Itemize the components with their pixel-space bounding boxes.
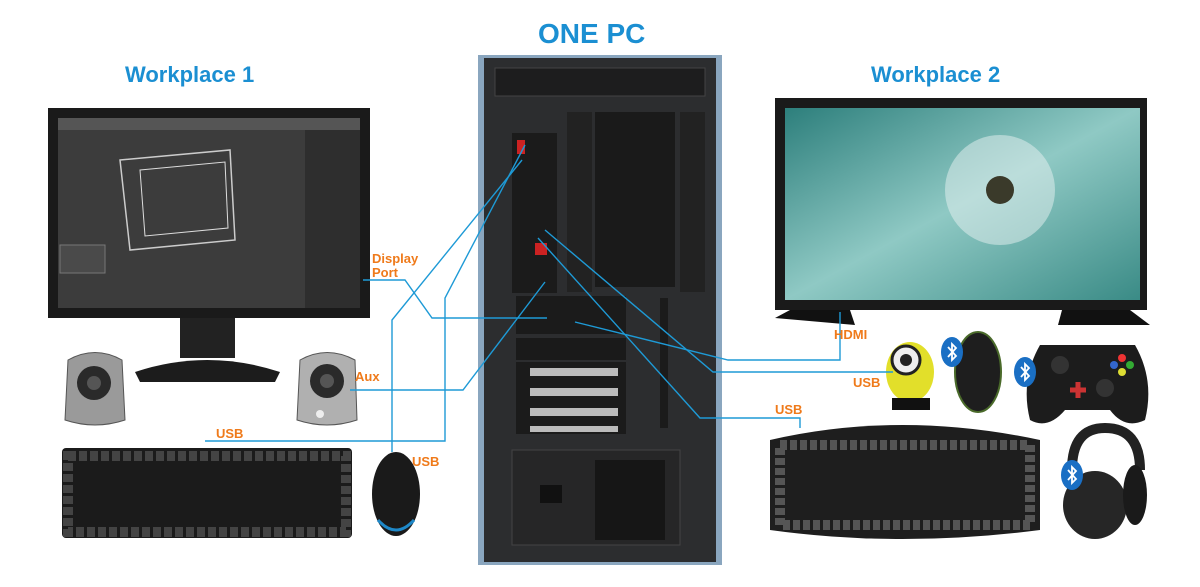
cable-usb-mouse1 [391,159,523,452]
keyboard-workplace1 [62,448,352,538]
cable-aux [350,281,546,391]
label-usb-mouse1: USB [412,454,440,469]
monitor-workplace1 [48,108,370,382]
cable-displayport [363,279,547,319]
bluetooth-icon [1061,460,1083,490]
keyboard-workplace2 [770,425,1040,539]
label-usb-webcam: USB [853,375,881,390]
bluetooth-icon [1014,357,1036,387]
workplace2-title: Workplace 2 [871,62,1001,87]
label-displayport: Display Port [372,251,419,280]
label-usb-keyboard2: USB [775,402,803,417]
cable-usb-keyboard2 [537,237,801,428]
monitor-workplace2 [775,98,1150,325]
speaker-right [296,352,358,426]
headphones [1063,422,1147,539]
gamepad [1026,345,1149,424]
pc-tower [478,55,722,565]
webcam [886,342,934,410]
speaker-left [64,352,126,426]
mouse-workplace1 [372,452,420,536]
workplace1-title: Workplace 1 [125,62,255,87]
pc-title: ONE PC [538,18,646,49]
cable-usb-webcam [544,229,893,373]
bluetooth-icon [941,337,963,367]
label-hdmi: HDMI [834,327,868,342]
label-aux: Aux [355,369,380,384]
label-usb-keyboard1: USB [216,426,244,441]
cable-usb-keyboard1 [205,144,526,442]
mouse-workplace2 [954,331,1002,413]
cable-hdmi [574,312,841,361]
